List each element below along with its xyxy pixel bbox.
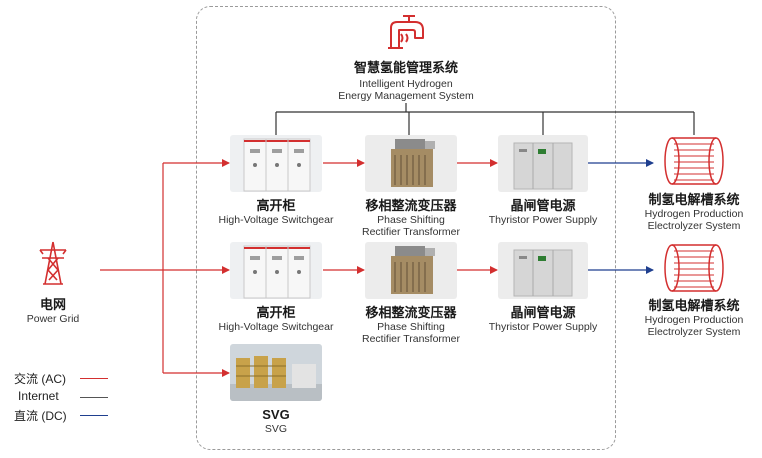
thyristor-1-en: Thyristor Power Supply <box>488 214 598 226</box>
ems-title-en-2: Energy Management System <box>338 90 474 102</box>
transformer-2-cn: 移相整流变压器 <box>365 305 457 320</box>
transmission-tower-icon <box>38 240 68 286</box>
legend-internet-line <box>80 397 108 398</box>
grid-title-en: Power Grid <box>26 313 80 325</box>
thyristor-2-cn: 晶闸管电源 <box>510 305 576 320</box>
svg-unit-en: SVG <box>264 423 288 435</box>
electrolyzer-1-en-2: Electrolyzer System <box>647 220 741 232</box>
thyristor-2-en: Thyristor Power Supply <box>488 321 598 333</box>
electrolyzer-1-cn: 制氢电解槽系统 <box>648 192 740 207</box>
legend-dc-label: 直流 (DC) <box>14 409 67 423</box>
electrolyzer-2-cn: 制氢电解槽系统 <box>648 298 740 313</box>
legend-dc-line <box>80 415 108 416</box>
switchgear-1-cn: 高开柜 <box>256 198 296 213</box>
system-boundary <box>196 6 616 450</box>
grid-title-cn: 电网 <box>39 297 66 312</box>
hydrogen-tap-icon <box>385 12 429 52</box>
transformer-1-cn: 移相整流变压器 <box>365 198 457 213</box>
transformer-image <box>365 242 457 299</box>
ems-title-en-1: Intelligent Hydrogen <box>359 78 453 90</box>
legend-ac-line <box>80 378 108 379</box>
electrolyzer-2-en-2: Electrolyzer System <box>647 326 741 338</box>
electrolyzer-1-en-1: Hydrogen Production <box>644 208 744 220</box>
electrolyzer-icon <box>662 242 726 294</box>
transformer-2-en-2: Rectifier Transformer <box>361 333 461 345</box>
electrolyzer-2-en-1: Hydrogen Production <box>644 314 744 326</box>
legend-internet-label: Internet <box>18 389 59 403</box>
thyristor-image <box>498 135 588 192</box>
svg-unit-cn: SVG <box>262 407 290 422</box>
transformer-1-en-1: Phase Shifting <box>377 214 445 226</box>
switchgear-1-en: High-Voltage Switchgear <box>218 214 334 226</box>
legend-ac-label: 交流 (AC) <box>14 372 66 386</box>
transformer-2-en-1: Phase Shifting <box>377 321 445 333</box>
switchgear-2-en: High-Voltage Switchgear <box>218 321 334 333</box>
svg-unit-image <box>230 344 322 401</box>
ems-title-cn: 智慧氢能管理系统 <box>353 60 458 75</box>
switchgear-image <box>230 242 322 299</box>
thyristor-1-cn: 晶闸管电源 <box>510 198 576 213</box>
transformer-1-en-2: Rectifier Transformer <box>361 226 461 238</box>
thyristor-image <box>498 242 588 299</box>
electrolyzer-icon <box>662 135 726 187</box>
switchgear-2-cn: 高开柜 <box>256 305 296 320</box>
transformer-image <box>365 135 457 192</box>
switchgear-image <box>230 135 322 192</box>
